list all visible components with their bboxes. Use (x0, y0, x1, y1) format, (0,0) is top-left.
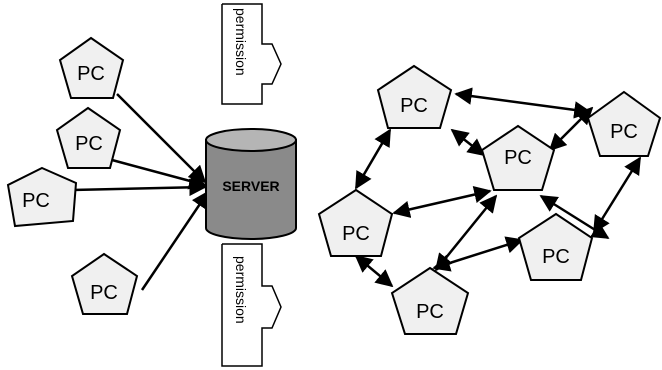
peer-pc-d: PC (390, 266, 470, 335)
pc-label: PC (416, 301, 444, 323)
permission-box-bottom: permission (221, 243, 282, 367)
arrow-pc4-server (140, 190, 210, 291)
peer-pc-f: PC (586, 90, 662, 157)
client-pc-2: PC (55, 106, 122, 169)
pc-label: PC (90, 282, 118, 304)
client-pc-1: PC (58, 36, 125, 99)
pc-label: PC (77, 63, 105, 85)
arrow-e-f (592, 156, 642, 234)
permission-label-top: permission (233, 8, 249, 76)
peer-pc-e: PC (517, 212, 594, 281)
pc-label: PC (504, 147, 532, 169)
arrow-d-e (432, 236, 524, 272)
client-pc-3: PC (6, 166, 78, 228)
permission-label-bottom: permission (233, 256, 249, 324)
client-server-arrows (71, 93, 210, 291)
arrow-pc3-server (71, 178, 207, 197)
p2p-arrows (354, 87, 642, 288)
server-label: SERVER (222, 178, 279, 194)
permission-box-top: permission (221, 3, 282, 105)
arrow-b-c (392, 185, 492, 219)
arrow-b-f (548, 106, 594, 152)
pc-label: PC (400, 95, 428, 117)
arrow-a-f (454, 87, 592, 119)
client-pc-4: PC (70, 252, 139, 315)
arrow-pc1-server (116, 93, 207, 184)
pc-label: PC (75, 133, 103, 155)
pc-label: PC (22, 190, 50, 212)
peer-pc-a: PC (376, 64, 453, 129)
pc-label: PC (610, 121, 638, 143)
peer-pc-b: PC (480, 124, 556, 191)
arrow-pc2-server (111, 158, 207, 190)
arrow-a-b (450, 128, 486, 157)
arrow-c-d (354, 254, 394, 288)
pc-label: PC (342, 223, 370, 245)
arrow-a-c (354, 128, 392, 190)
pc-label: PC (542, 246, 570, 268)
server-cylinder: SERVER (205, 128, 297, 240)
peer-pc-c: PC (317, 188, 394, 257)
